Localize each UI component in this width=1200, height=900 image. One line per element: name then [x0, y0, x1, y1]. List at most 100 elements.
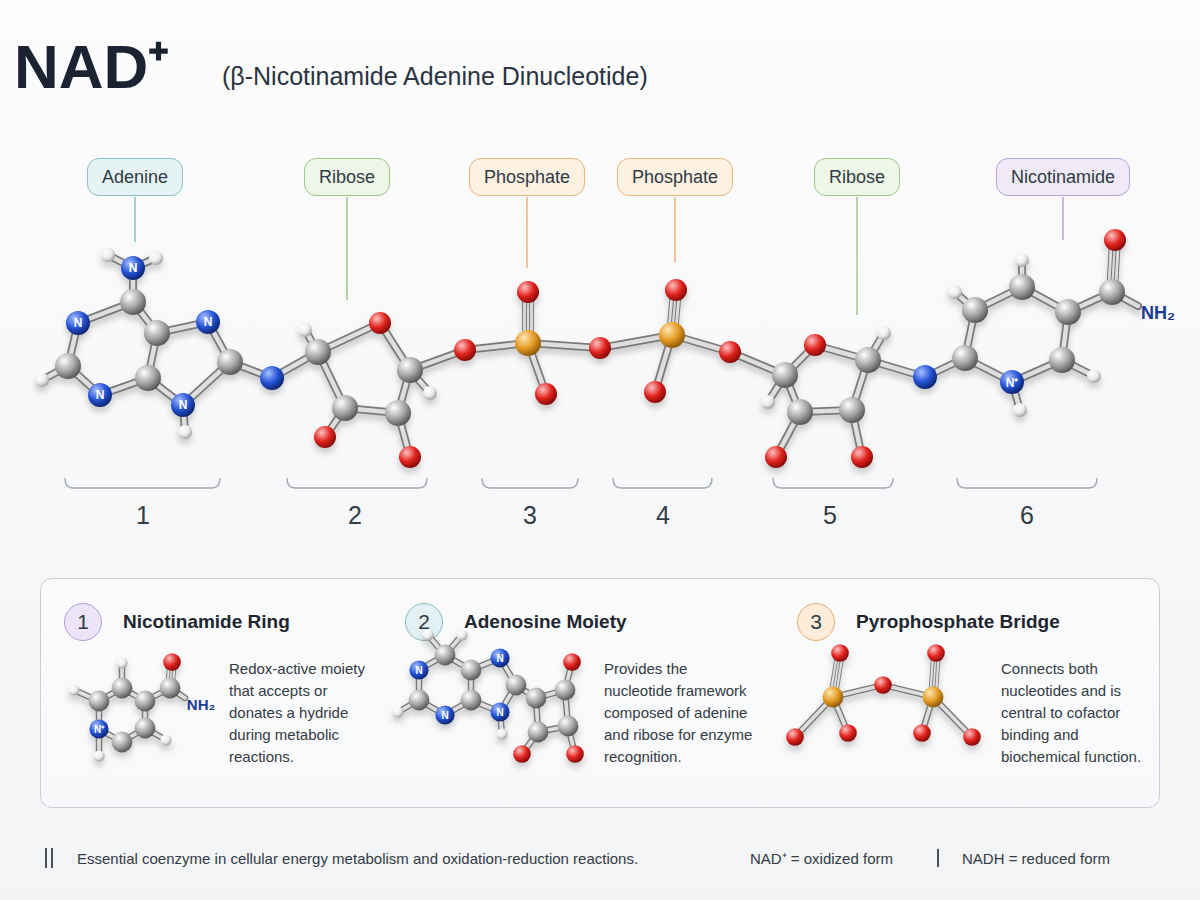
bond	[122, 688, 145, 701]
bond	[565, 690, 568, 726]
bond	[398, 370, 410, 413]
bond	[936, 653, 939, 697]
bond	[565, 690, 568, 726]
bond	[1115, 240, 1118, 292]
bond	[868, 360, 925, 377]
bond	[398, 413, 410, 457]
atom	[839, 724, 857, 742]
bond	[836, 653, 843, 697]
atom	[496, 728, 507, 739]
bond	[68, 323, 78, 366]
atom	[385, 400, 411, 426]
bond	[410, 370, 430, 393]
atom	[772, 362, 798, 388]
bond	[675, 290, 679, 335]
bond	[536, 690, 565, 698]
component-pill: Ribose	[814, 158, 900, 196]
bond	[833, 685, 883, 697]
bond	[99, 729, 122, 742]
bond	[170, 688, 185, 698]
bond	[108, 255, 133, 268]
atom	[515, 330, 541, 356]
bond	[148, 333, 157, 378]
bond	[516, 685, 536, 698]
atom-label: N	[129, 261, 138, 275]
bond	[523, 292, 526, 343]
atom-label: N	[204, 315, 213, 329]
bond	[669, 290, 673, 335]
bond	[536, 690, 565, 698]
bond	[669, 290, 673, 335]
atom-label: N	[96, 388, 105, 402]
atom	[526, 688, 547, 709]
atom	[435, 705, 454, 724]
bond	[500, 658, 516, 685]
info-panel: Nicotinamide RingRedox-active moiety tha…	[40, 578, 1160, 808]
component-pill: Phosphate	[617, 158, 733, 196]
bond	[398, 370, 410, 413]
bond	[529, 292, 534, 343]
bond	[157, 322, 208, 333]
atom	[298, 323, 312, 337]
bond	[1012, 360, 1062, 382]
atom	[877, 326, 891, 340]
atom	[89, 719, 108, 738]
component-name: Ribose	[829, 166, 885, 188]
bond	[129, 268, 137, 302]
bond	[145, 728, 166, 740]
component-pill: Ribose	[304, 158, 390, 196]
bond	[975, 287, 1022, 310]
bond	[868, 333, 884, 360]
bond	[410, 350, 465, 370]
atom	[171, 393, 195, 417]
bond	[173, 662, 175, 688]
component-name: Phosphate	[632, 166, 718, 188]
separator-bar	[51, 848, 53, 868]
atom	[1099, 279, 1125, 305]
bond	[1109, 240, 1112, 292]
badge-number: 2	[418, 610, 430, 634]
bond	[1020, 260, 1025, 287]
bond	[142, 701, 148, 728]
bond	[272, 352, 318, 378]
bond	[398, 413, 410, 457]
bond	[119, 663, 125, 688]
section-description: Provides the nucleotide framework compos…	[604, 658, 754, 768]
atom	[1087, 369, 1101, 383]
bond	[1112, 292, 1138, 306]
bond	[471, 700, 500, 712]
atom	[160, 678, 181, 699]
bond	[933, 697, 972, 737]
separator-bar	[937, 849, 939, 867]
atom	[1104, 229, 1126, 251]
bond	[965, 310, 975, 358]
atom	[644, 381, 666, 403]
segment-bracket	[613, 478, 712, 488]
bond	[345, 408, 398, 413]
bond	[922, 697, 933, 733]
atom	[962, 297, 988, 323]
atom	[1009, 274, 1035, 300]
bond	[419, 655, 445, 670]
bond	[830, 653, 837, 697]
atom	[35, 373, 49, 387]
bond	[183, 362, 230, 405]
bond	[852, 410, 862, 457]
segment-bracket	[482, 478, 578, 488]
callout-number: 2	[348, 501, 362, 530]
bond	[96, 701, 102, 729]
bond	[445, 635, 462, 655]
component-name: Nicotinamide	[1011, 166, 1115, 188]
nad-molecule	[35, 229, 1138, 468]
callout-number: 6	[1020, 501, 1034, 530]
atom	[66, 311, 90, 335]
atom	[88, 383, 112, 407]
bond	[133, 302, 157, 333]
atom	[535, 383, 557, 405]
atom	[1013, 403, 1027, 417]
bond	[122, 688, 145, 701]
bond	[148, 333, 157, 378]
atom	[855, 347, 881, 373]
bond	[1022, 287, 1068, 312]
bond	[565, 662, 572, 690]
